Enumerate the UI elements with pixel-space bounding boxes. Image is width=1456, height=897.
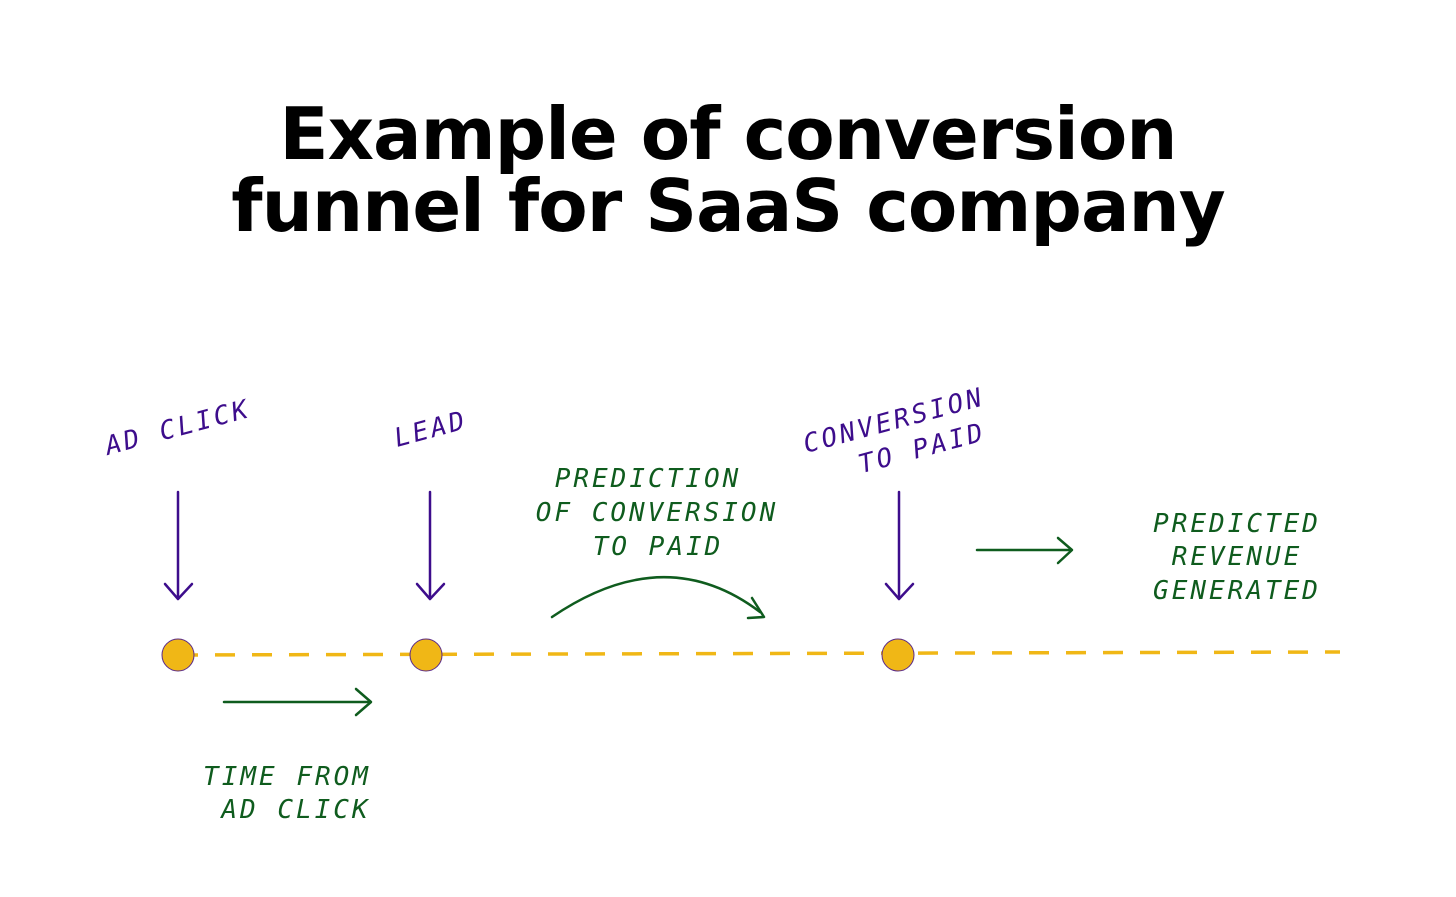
ad-click-dot <box>161 638 195 672</box>
time-label-line-1: TIME FROM <box>203 762 371 792</box>
prediction-curved-arrow <box>550 576 766 620</box>
lead-label-text: LEAD <box>391 405 471 453</box>
conversion-label: CONVERSION TO PAID <box>800 383 989 481</box>
time-label-line-2: AD CLICK <box>219 795 370 825</box>
time-from-ad-click-label: TIME FROM AD CLICK <box>203 762 371 825</box>
conversion-dot <box>881 638 915 672</box>
prediction-label: PREDICTION OF CONVERSION TO PAID <box>536 464 779 562</box>
prediction-label-line-1: PREDICTION <box>555 464 742 494</box>
lead-dot <box>409 638 443 672</box>
prediction-label-line-3: TO PAID <box>593 532 724 562</box>
timeline-dashed-line <box>177 650 1341 657</box>
ad-click-down-arrow <box>163 490 194 601</box>
revenue-label-line-3: GENERATED <box>1153 576 1321 606</box>
revenue-label-line-2: REVENUE <box>1172 542 1303 572</box>
revenue-label-line-1: PREDICTED <box>1153 509 1321 539</box>
revenue-arrow <box>975 536 1074 565</box>
diagram-title: Example of conversion funnel for SaaS co… <box>0 98 1456 242</box>
ad-click-label: AD CLICK <box>100 394 254 462</box>
conversion-down-arrow <box>884 490 915 601</box>
predicted-revenue-label: PREDICTED REVENUE GENERATED <box>1153 509 1321 606</box>
ad-click-label-text: AD CLICK <box>100 394 254 462</box>
lead-down-arrow <box>415 490 446 601</box>
title-line-2: funnel for SaaS company <box>231 164 1225 248</box>
prediction-label-line-2: OF CONVERSION <box>536 498 779 528</box>
lead-label: LEAD <box>391 405 471 453</box>
time-from-ad-click-arrow <box>222 687 373 717</box>
title-line-1: Example of conversion <box>279 92 1177 176</box>
